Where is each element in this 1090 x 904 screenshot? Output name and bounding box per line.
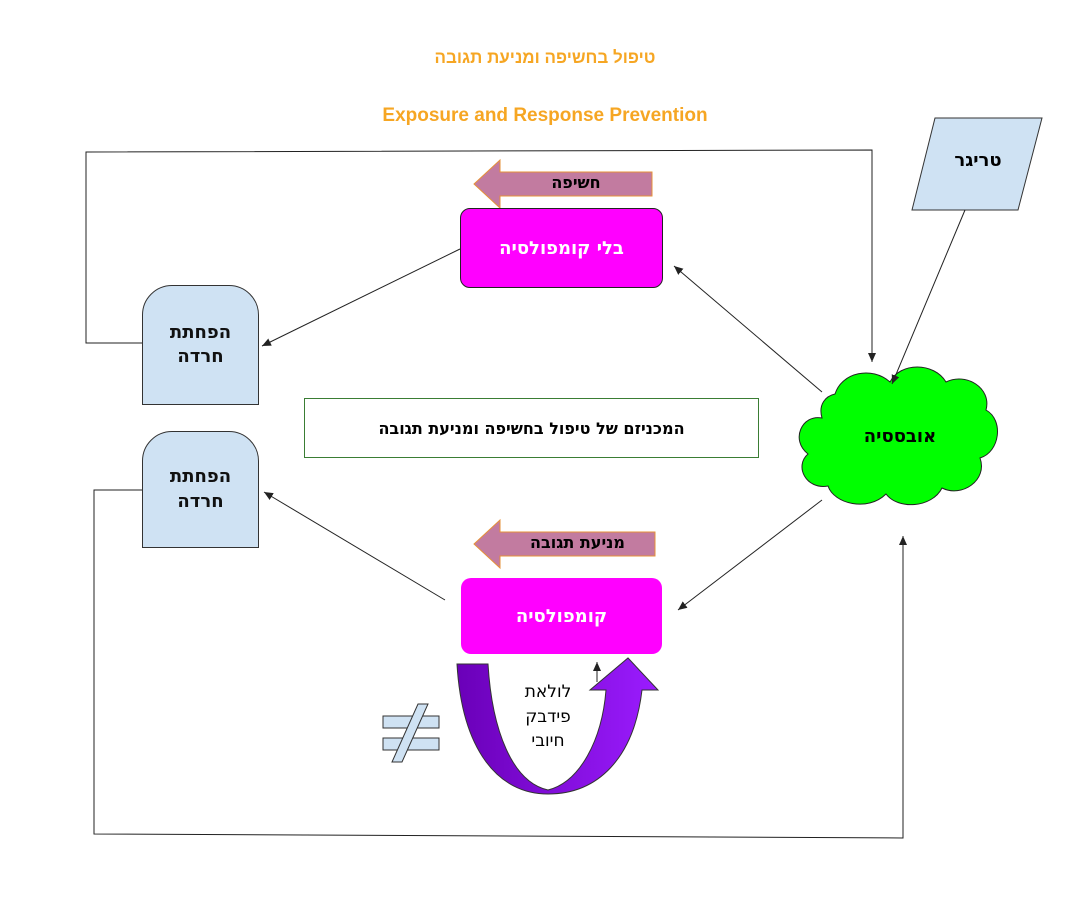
title-hebrew: טיפול בחשיפה ומניעת תגובה [434,48,656,67]
bottom-loop-line [93,489,907,839]
not-equal-icon [382,703,440,763]
exposure-label: חשיפה [551,173,601,192]
anxiety-reduction-bottom-line1: הפחתת [169,466,232,488]
feedback-line1: לולאת [524,682,572,702]
compulsion-to-anxiety-arrow [263,491,446,601]
trigger-label: טריגר [954,150,1002,171]
no-compulsion-to-anxiety-arrow [261,248,461,347]
anxiety-reduction-bottom-box: הפחתת חרדה [142,431,259,548]
feedback-u-arrow [456,657,660,795]
obsession-to-compulsion-arrow [677,499,823,611]
trigger-shape [911,117,1043,211]
exposure-block-arrow [473,158,653,210]
compulsion-box: קומפולסיה [461,578,662,654]
trigger-to-obsession-arrow [891,209,966,385]
anxiety-reduction-top-line1: הפחתת [169,321,232,343]
anxiety-reduction-top-box: הפחתת חרדה [142,285,259,405]
feedback-line3: חיובי [531,731,565,752]
anxiety-reduction-top-line2: חרדה [177,346,224,367]
no-compulsion-box: בלי קומפולסיה [460,208,663,288]
response-prevention-label: מניעת תגובה [529,533,625,552]
feedback-text: לולאת פידבק חיובי [503,680,593,754]
mechanism-box: המכניזם של טיפול בחשיפה ומניעת תגובה [304,398,759,458]
title-english: Exposure and Response Prevention [382,105,708,126]
anxiety-reduction-bottom-line2: חרדה [177,490,224,512]
response-prevention-block-arrow [473,518,656,570]
compulsion-label: קומפולסיה [515,605,608,627]
obsession-to-no-compulsion-arrow [673,265,823,393]
feedback-line2: פידבק [525,706,571,727]
mechanism-label: המכניזם של טיפול בחשיפה ומניעת תגובה [378,418,685,438]
no-compulsion-label: בלי קומפולסיה [499,237,624,259]
obsession-label: אובססיה [863,426,937,447]
obsession-cloud [798,366,998,506]
top-loop-line [85,149,876,362]
